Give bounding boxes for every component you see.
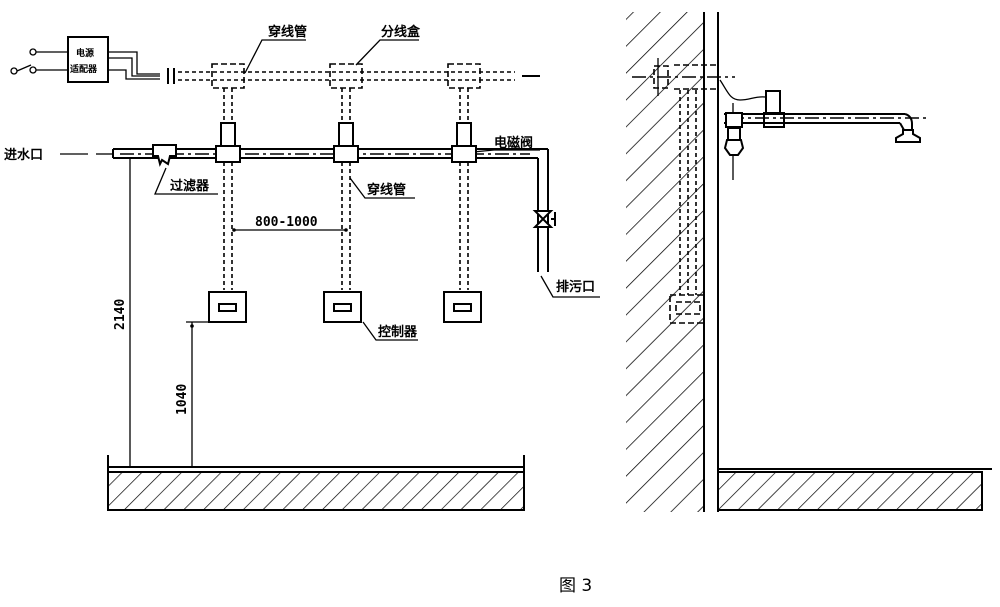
- pipe-height-dimension: 2140: [113, 299, 128, 330]
- solenoid-valve-3: [456, 122, 472, 148]
- unit-2: [323, 88, 362, 323]
- solenoid-valve-1: [220, 122, 236, 148]
- junction-box-1: [211, 63, 245, 89]
- controller-height-dimension: 1040: [175, 384, 190, 415]
- controller-2: [323, 291, 362, 323]
- power-adapter-label-2: 适配器: [70, 63, 98, 75]
- controller-label: 控制器: [378, 324, 418, 340]
- power-adapter-label-1: 电源: [76, 47, 94, 59]
- side-solenoid-valve: [763, 90, 785, 128]
- solenoid-valve-label: 电磁阀: [494, 135, 533, 151]
- junction-box-2: [329, 63, 363, 89]
- water-inlet-label: 进水口: [4, 147, 43, 163]
- front-view: 电源 适配器 穿线管 分线盒 进水口: [4, 24, 600, 511]
- drain-outlet-label: 排污口: [556, 279, 595, 295]
- figure-caption: 图 3: [559, 576, 592, 596]
- filter-leader: [154, 167, 218, 195]
- junction-box-label: 分线盒: [381, 24, 421, 40]
- junction-box-3: [447, 63, 481, 89]
- side-junction-box: [632, 58, 735, 96]
- shower-head: [895, 129, 921, 143]
- drain-leader: [540, 275, 600, 298]
- side-fitting: [723, 103, 745, 180]
- conduit-top-leader: [244, 39, 306, 74]
- unit-3: [443, 88, 482, 323]
- controller-leader: [362, 321, 418, 341]
- floor-front: [107, 455, 525, 511]
- drain-valve: [532, 210, 556, 228]
- side-conduit: [669, 90, 705, 324]
- power-adapter: 电源 适配器: [67, 36, 175, 84]
- conduit-vertical-leader: [349, 177, 415, 199]
- spacing-dimension: 800-1000: [255, 215, 318, 230]
- unit-1: [208, 88, 247, 323]
- top-conduit: [178, 71, 540, 81]
- side-controller-box: [669, 294, 705, 324]
- filter: [152, 144, 177, 167]
- conduit-vertical-label: 穿线管: [367, 182, 406, 198]
- water-pipe: [112, 148, 549, 272]
- side-view: [626, 12, 992, 512]
- solenoid-valve-2: [338, 122, 354, 148]
- solenoid-leader: [472, 149, 540, 153]
- power-switch: [10, 48, 68, 75]
- shower-arm: [724, 113, 928, 131]
- junction-box-leader: [355, 39, 419, 66]
- floor-side: [717, 468, 992, 511]
- filter-label: 过滤器: [170, 178, 210, 194]
- conduit-top-label: 穿线管: [268, 24, 307, 40]
- wall-hatch: [626, 12, 704, 512]
- side-wire: [719, 79, 766, 101]
